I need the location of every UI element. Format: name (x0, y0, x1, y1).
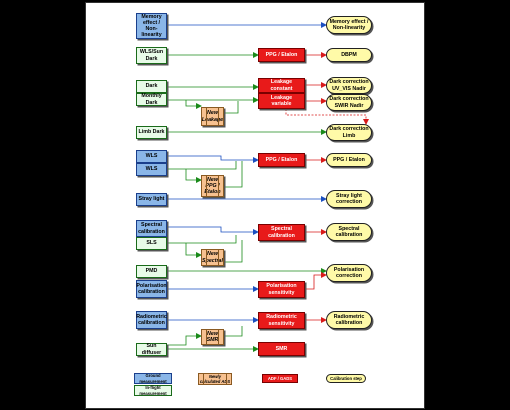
step-spectral-calibration: Spectral calibration (326, 223, 372, 241)
input-wls-ground: WLS (136, 150, 167, 163)
legend-new-ads: Newly calculated ADS (198, 373, 232, 385)
adf-radiometric-sensitivity: Radiometric sensitivity (258, 312, 305, 329)
arrow-dark-new-leakage (185, 100, 202, 109)
adf-leakage-variable: Leakage variable (258, 93, 305, 109)
input-dark: Dark (136, 80, 167, 93)
step-memory-effect: Memory effect / Non-linearity (326, 16, 372, 34)
input-radiometric-calibration: Radiometric calibration (136, 311, 167, 329)
input-polarisation-calibration: Polarisation calibration (136, 280, 167, 298)
new-leakage: New Leakage (201, 107, 224, 126)
step-dark-limb: Dark correction Limb (326, 124, 372, 141)
legend-adf-gads: ADF / GADS (262, 374, 298, 383)
arrow-new-ppg-ppg (224, 161, 243, 188)
adf-leakage-constant: Leakage constant (258, 78, 305, 93)
step-dbpm: DBPM (326, 48, 372, 62)
arrow-spectral (167, 226, 259, 235)
adf-smr: SMR (258, 342, 305, 356)
input-sls: SLS (136, 237, 167, 250)
input-sun-diffuser: Sun diffuser (136, 343, 167, 356)
input-pmd: PMD (136, 265, 167, 278)
legend-calibration-step: Calibration step (326, 374, 366, 383)
step-ppg-etalon: PPG / Etalon (326, 153, 372, 167)
new-ppg-etalon: New PPG / Etalon (201, 175, 224, 197)
step-polarisation-correction: Polarisation correction (326, 264, 372, 282)
arrow-wls1 (167, 155, 259, 163)
arrow-new-smr (224, 326, 243, 337)
step-dark-uv-vis: Dark correction UV_VIS Nadir (326, 77, 372, 94)
legend-ground-measurement: Ground measurement (134, 373, 172, 384)
step-radiometric-calibration: Radiometric calibration (326, 311, 372, 329)
connector-layer (167, 22, 369, 352)
diagram-page: Memory effect / Non- linearity WLS/Sun D… (85, 2, 425, 409)
arrow-sun-new-smr (167, 333, 202, 346)
step-stray-light: Stray light correction (326, 190, 372, 208)
step-dark-swir: Dark correction SWIR Nadir (326, 94, 372, 111)
arrow-pol-sens (305, 272, 327, 290)
adf-ppg-etalon-1: PPG / Etalon (258, 48, 305, 62)
input-limb-dark: Limb Dark (136, 126, 167, 139)
input-wls-inflight: WLS (136, 163, 167, 176)
arrow-new-leakage-variable (224, 101, 239, 114)
input-memory-effect: Memory effect / Non- linearity (136, 13, 167, 39)
input-stray-light: Stray light (136, 193, 167, 206)
input-spectral-calibration: Spectral calibration (136, 220, 167, 237)
arrow-sls-new-spectral (185, 243, 202, 258)
arrow-sls (167, 235, 237, 244)
arrow-wls-new-ppg (185, 169, 202, 183)
new-spectral: New Spectral (201, 249, 224, 266)
input-wls-sun-dark: WLS/Sun Dark (136, 47, 167, 64)
arrow-new-spectral (224, 240, 243, 263)
arrow-leakage-limb (285, 109, 369, 125)
arrow-wls2 (167, 161, 237, 170)
adf-polarisation-sensitivity: Polarisation sensitivity (258, 281, 305, 298)
adf-spectral-calibration: Spectral calibration (258, 224, 305, 241)
adf-ppg-etalon-2: PPG / Etalon (258, 153, 305, 167)
input-monthly-dark: Monthly Dark (136, 93, 167, 106)
legend-inflight-measurement: In-flight measurement (134, 385, 172, 396)
new-smr: New SMR (201, 329, 224, 345)
